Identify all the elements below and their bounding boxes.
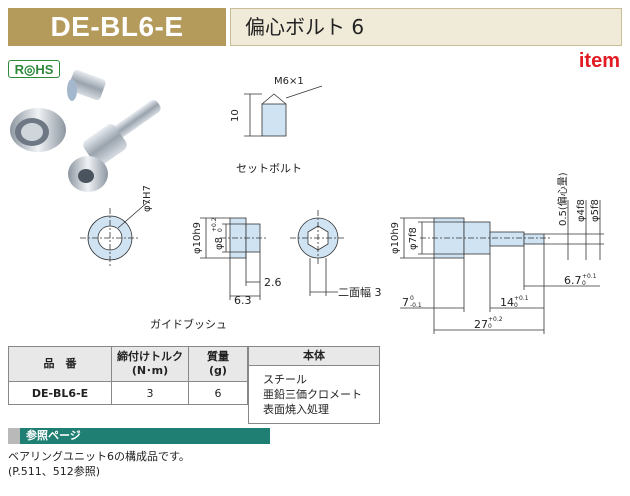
spec-mass: 6 xyxy=(188,381,248,405)
bush-w2: 6.3 xyxy=(234,294,252,307)
table-row: DE-BL6-E 3 6 xyxy=(8,381,248,405)
bolt-len-d: 27 xyxy=(474,318,488,331)
bolt-d2-dim: φ4f8 xyxy=(576,199,587,222)
product-photo xyxy=(10,69,161,192)
material-line: 表面焼入処理 xyxy=(263,403,329,416)
material-line: 亜鉛三価クロメート xyxy=(263,388,362,401)
spec-header-mass: 質量(g) xyxy=(188,346,248,382)
reference-title: 参照ページ xyxy=(26,429,81,442)
bolt-len-c-tol-lower: 0 xyxy=(514,302,518,309)
bolt-len-b: 7 xyxy=(402,296,409,309)
product-name: 偏心ボルト 6 xyxy=(230,8,622,46)
bush-caption: ガイドブッシュ xyxy=(150,317,227,331)
bolt-len-a: 6.7 xyxy=(564,274,582,287)
set-bolt-caption: セットボルト xyxy=(236,162,302,175)
reference-header: 参照ページ xyxy=(8,428,270,444)
bolt-d3-dim: φ5f8 xyxy=(590,199,601,222)
spec-header-mass-label: 質量 xyxy=(207,350,229,363)
set-bolt-length: 10 xyxy=(230,109,241,122)
material-box: 本体 スチール 亜鉛三価クロメート 表面焼入処理 xyxy=(248,346,380,424)
bush-photo xyxy=(10,108,66,152)
reference-pages: (P.511、512参照) xyxy=(8,465,100,478)
bolt-d1-dim: φ7f8 xyxy=(408,227,419,250)
bolt-len-b-tol-lower: -0.1 xyxy=(410,302,422,309)
set-bolt-tip xyxy=(261,93,287,105)
bolt-pin-b xyxy=(523,233,545,245)
spec-header-part: 品 番 xyxy=(8,346,112,382)
bolt-len-d-tol-upper: +0.2 xyxy=(488,316,503,323)
spec-header-torque-unit: (N･m) xyxy=(131,364,169,377)
bolt-eccentric: 0.5(偏心量) xyxy=(556,172,569,226)
spec-header-torque: 締付けトルク(N･m) xyxy=(111,346,189,382)
bush-flange-tol-upper: +0.2 xyxy=(211,217,218,232)
spec-table: 品 番 締付けトルク(N･m) 質量(g) DE-BL6-E 3 6 xyxy=(8,346,248,405)
bolt-photo xyxy=(68,100,161,192)
material-title: 本体 xyxy=(249,347,379,366)
spec-torque: 3 xyxy=(111,381,189,405)
set-bolt-thread: M6×1 xyxy=(274,76,304,87)
bolt-pin-a xyxy=(489,231,525,247)
product-code: DE-BL6-E xyxy=(8,8,226,46)
rohs-badge: R◎HS xyxy=(8,60,60,78)
set-bolt-body xyxy=(261,103,287,137)
bush-outer-dim: φ10h9 xyxy=(192,222,203,254)
bolt-len-a-tol-lower: 0 xyxy=(582,280,586,287)
bush-flange-tol-lower: 0 xyxy=(217,228,224,232)
bolt-len-a-tol-upper: +0.1 xyxy=(582,273,597,280)
bolt-len-b-tol-upper: 0 xyxy=(410,295,414,302)
spec-header-torque-label: 締付けトルク xyxy=(117,350,183,363)
spec-header-mass-unit: (g) xyxy=(209,364,227,377)
set-screw-photo xyxy=(67,69,106,101)
reference-text: ベアリングユニット6の構成品です。 xyxy=(8,450,190,463)
bush-bore-dim: φ7H7 xyxy=(142,185,153,212)
bolt-len-d-tol-lower: 0 xyxy=(488,323,492,330)
material-line: スチール xyxy=(263,373,307,386)
brand-logo: item xyxy=(578,50,620,72)
technical-drawing: M6×1 10 セットボルト φ7H7 φ10h9 φ8 +0.2 0 2.6 … xyxy=(80,76,604,334)
bush-w1: 2.6 xyxy=(264,276,282,289)
spec-part: DE-BL6-E xyxy=(8,381,112,405)
bolt-len-c-tol-upper: +0.1 xyxy=(514,295,529,302)
bush-flange-dim: φ8 xyxy=(214,237,225,250)
bolt-head-dim: φ10h9 xyxy=(390,222,401,254)
bolt-across-flats: 二面幅 3 xyxy=(338,286,382,299)
bolt-len-c: 14 xyxy=(500,296,514,309)
